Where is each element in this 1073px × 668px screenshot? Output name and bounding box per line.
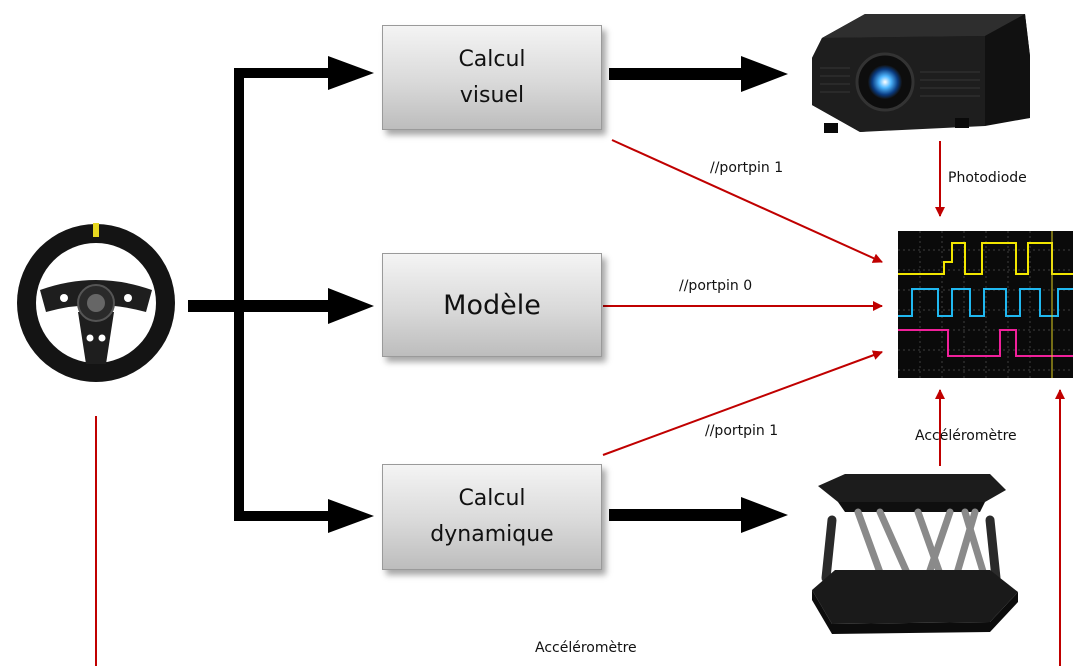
oscilloscope-image bbox=[898, 231, 1073, 378]
accelerometre-bottom-label: Accéléromètre bbox=[535, 640, 637, 656]
projector-image bbox=[812, 14, 1030, 133]
portpin-top-label: //portpin 1 bbox=[710, 160, 784, 176]
red-signal-arrows bbox=[95, 139, 1065, 666]
calcul-dynamique-line2: dynamique bbox=[430, 522, 554, 547]
black-arrow-to-modele-shaft bbox=[234, 300, 329, 312]
calcul-visuel-line2: visuel bbox=[459, 82, 525, 108]
modele-box: Modèle bbox=[382, 253, 602, 357]
black-arrow-to-platform-shaft bbox=[609, 509, 743, 521]
black-arrow-to-visuel-shaft bbox=[234, 68, 329, 78]
portpin-middle-label: //portpin 0 bbox=[679, 278, 753, 294]
black-arrow-to-projector-head bbox=[741, 56, 788, 92]
modele-label: Modèle bbox=[443, 289, 541, 321]
calcul-dynamique-box: Calcul dynamique bbox=[382, 464, 602, 570]
scope-trace-cyan bbox=[898, 288, 1073, 317]
black-line-from-wheel bbox=[188, 300, 244, 312]
black-arrow-to-visuel-head bbox=[328, 56, 374, 90]
black-flow-arrows bbox=[188, 56, 788, 533]
red-arrow-portpin-bottom bbox=[602, 350, 883, 456]
black-trunk-vertical bbox=[234, 71, 244, 519]
red-arrow-portpin-top bbox=[611, 139, 883, 263]
accelerometre-right-label: Accéléromètre bbox=[915, 428, 1017, 444]
black-arrow-to-platform-head bbox=[741, 497, 788, 533]
steering-wheel-image bbox=[17, 223, 175, 382]
black-arrow-to-dynamique-head bbox=[328, 499, 374, 533]
black-arrow-to-projector-shaft bbox=[609, 68, 743, 80]
calcul-dynamique-line1: Calcul bbox=[458, 486, 526, 511]
black-arrow-to-dynamique-shaft bbox=[234, 511, 329, 521]
calcul-visuel-box: Calcul visuel bbox=[382, 25, 602, 130]
calcul-visuel-line1: Calcul bbox=[458, 46, 526, 72]
motion-platform-image bbox=[812, 474, 1018, 634]
portpin-bottom-label: //portpin 1 bbox=[705, 423, 779, 439]
photodiode-label: Photodiode bbox=[948, 170, 1027, 186]
scope-trace-magenta bbox=[898, 329, 1073, 357]
scope-trace-yellow bbox=[898, 242, 1073, 275]
black-arrow-to-modele-head bbox=[328, 288, 374, 324]
